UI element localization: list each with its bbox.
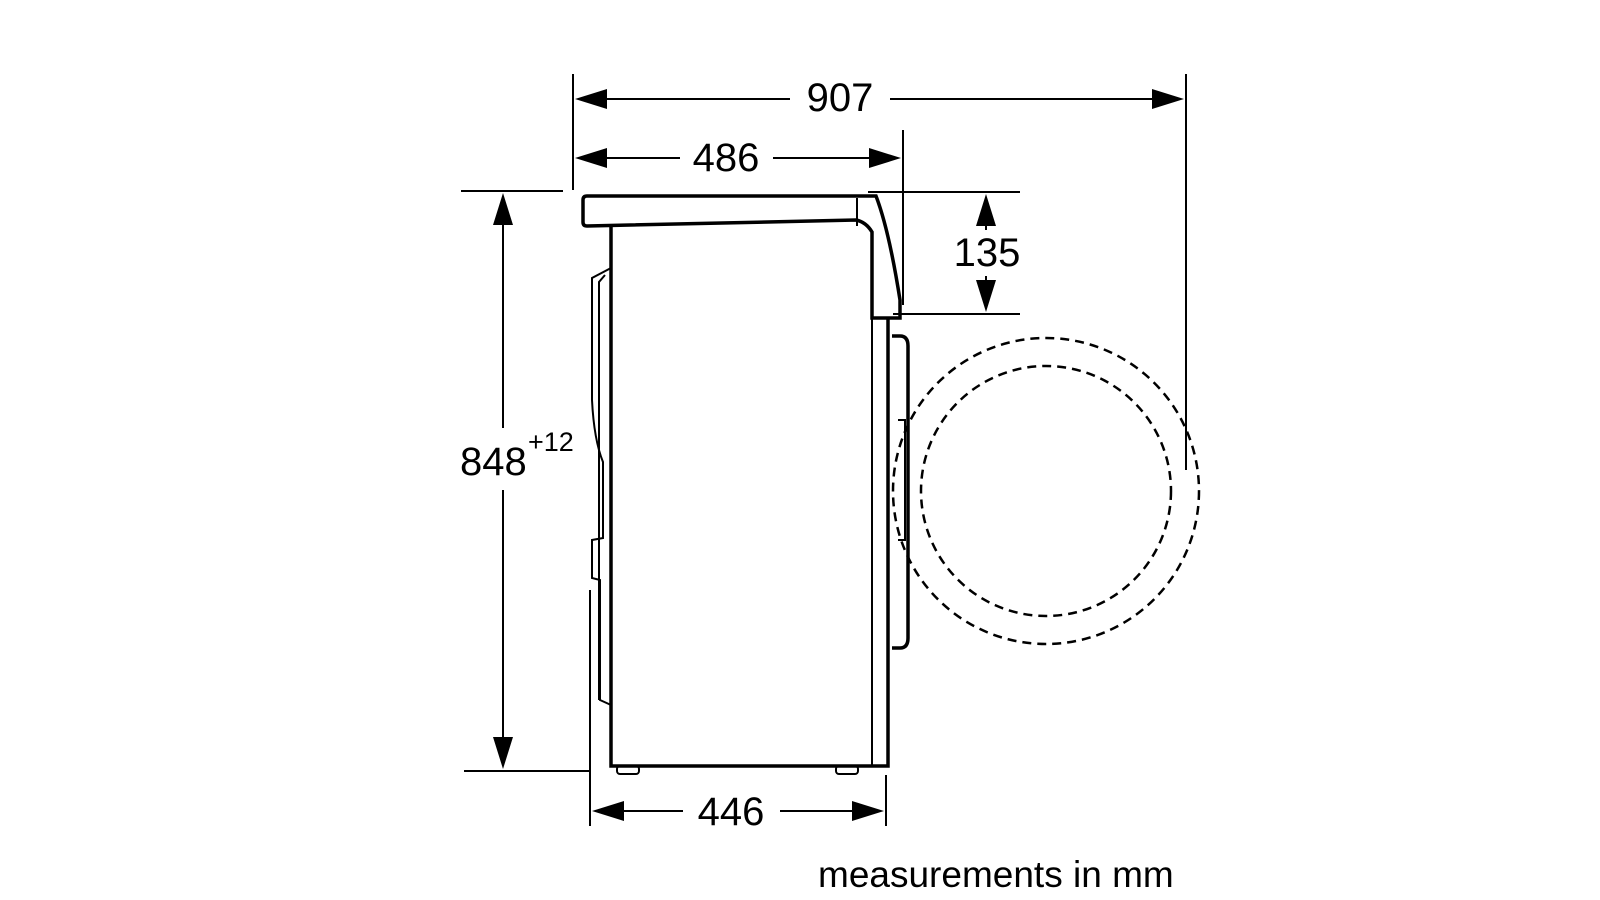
foot-front: [835, 765, 859, 775]
dimension-486: 486: [575, 130, 904, 305]
dimension-135: 135: [868, 191, 1021, 315]
dimension-848: 848 +12: [460, 190, 590, 772]
foot-rear: [616, 765, 640, 775]
door-swing: [891, 336, 1201, 646]
machine-lid: [581, 194, 902, 320]
arrow-head-top: [976, 194, 996, 226]
rear-panel-inner: [598, 274, 606, 700]
arrow-head-left: [575, 148, 607, 168]
arrow-head-right: [1152, 89, 1184, 109]
label-486: 486: [693, 136, 760, 180]
label-135: 135: [954, 231, 1021, 275]
machine-cabinet: [609, 226, 890, 768]
units-note: measurements in mm: [818, 854, 1174, 895]
arrow-head-left: [592, 801, 624, 821]
label-848-tolerance: +12: [528, 427, 574, 457]
arrow-head-top: [493, 193, 513, 225]
label-907: 907: [807, 76, 874, 120]
door-swing-inner: [919, 364, 1173, 618]
label-446: 446: [698, 790, 765, 834]
dimension-446: 446: [589, 590, 887, 834]
dimension-907: 907: [572, 74, 1187, 470]
arrow-head-bottom: [493, 737, 513, 769]
machine-door: [892, 334, 910, 650]
door-swing-outer: [891, 336, 1201, 646]
washing-machine-outline: [581, 194, 910, 775]
door-hinge: [898, 419, 906, 541]
label-848: 848: [460, 440, 527, 484]
arrow-head-right: [852, 801, 884, 821]
arrow-head-bottom: [976, 280, 996, 312]
arrow-head-left: [575, 89, 607, 109]
rear-panel: [591, 267, 612, 706]
arrow-head-right: [869, 148, 901, 168]
